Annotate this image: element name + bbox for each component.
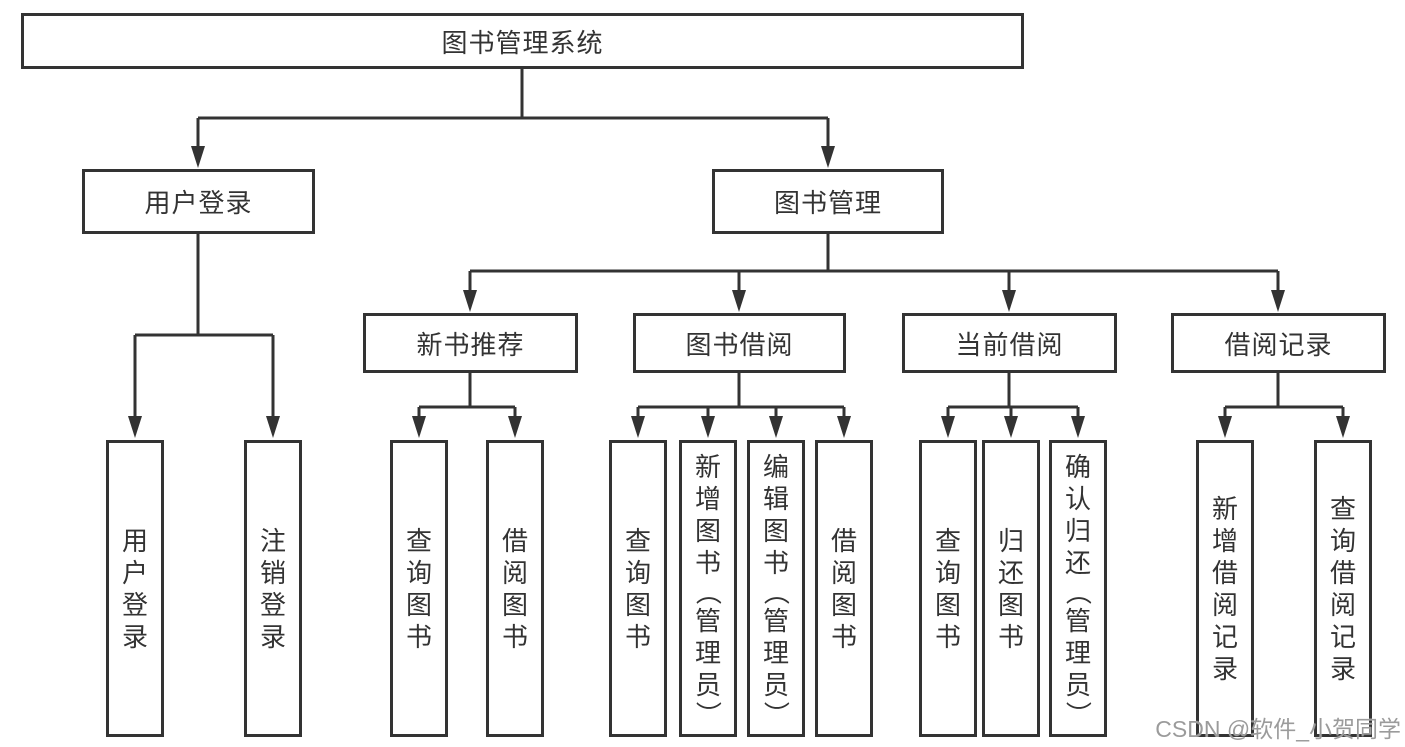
csdn-watermark: CSDN @软件_小贺同学	[1155, 716, 1401, 742]
node-logout: 注销登录	[244, 440, 302, 737]
node-borrow-books-recommend: 借阅图书	[486, 440, 544, 737]
node-book-borrowing: 图书借阅	[633, 313, 846, 373]
node-query-books-borrowing: 查询图书	[609, 440, 667, 737]
node-add-book-admin: 新增图书（管理员）	[679, 440, 737, 737]
node-return-book: 归还图书	[982, 440, 1040, 737]
node-library-management-system: 图书管理系统	[21, 13, 1024, 69]
node-borrow-book: 借阅图书	[815, 440, 873, 737]
node-user-login-leaf: 用户登录	[106, 440, 164, 737]
node-query-books-current: 查询图书	[919, 440, 977, 737]
node-confirm-return-admin: 确认归还（管理员）	[1049, 440, 1107, 737]
node-user-login-branch: 用户登录	[82, 169, 315, 234]
node-query-books-recommend: 查询图书	[390, 440, 448, 737]
node-add-borrow-record: 新增借阅记录	[1196, 440, 1254, 737]
node-book-management-branch: 图书管理	[712, 169, 944, 234]
node-borrow-records: 借阅记录	[1171, 313, 1386, 373]
node-edit-book-admin: 编辑图书（管理员）	[747, 440, 805, 737]
node-current-borrowing: 当前借阅	[902, 313, 1117, 373]
node-query-borrow-record: 查询借阅记录	[1314, 440, 1372, 737]
node-new-book-recommend: 新书推荐	[363, 313, 578, 373]
